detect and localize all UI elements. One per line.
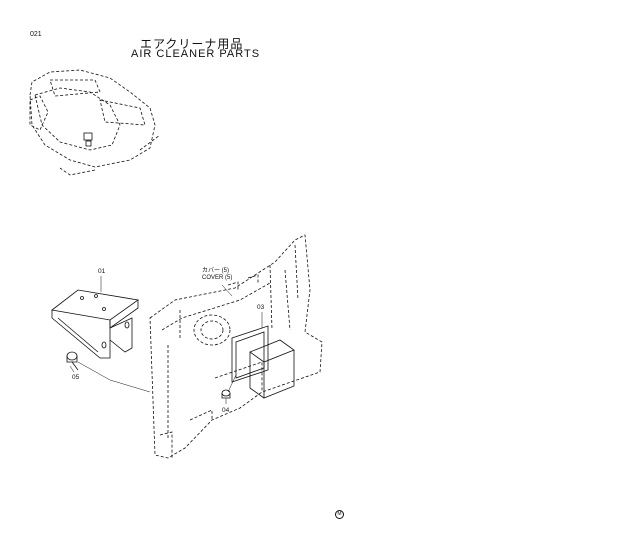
callout-01: 01 [98,268,106,275]
page-title-japanese: エアクリーナ用品 [140,37,244,51]
cover-label-en: COVER (5) [202,275,233,281]
bolt-part-05 [66,351,111,381]
page-title: AIR CLEANER PARTS [131,48,261,60]
callout-03: 03 [257,304,265,311]
callout-05: 05 [72,374,80,381]
page-number: 021 [30,31,42,38]
callout-04: 04 [222,407,230,414]
bolt-05-leader [109,379,151,393]
cover-part-03 [231,312,295,399]
bracket-part-01 [51,276,140,359]
cover-label-jp: カバー (5) [202,268,230,274]
frame-panel [149,234,323,459]
manufacturer-mark: M [335,510,344,519]
cover-label-leader [221,284,233,297]
machine-thumbnail [29,69,161,176]
cover-label: カバー (5) COVER (5) [202,268,232,282]
bolt-part-04 [221,374,237,404]
